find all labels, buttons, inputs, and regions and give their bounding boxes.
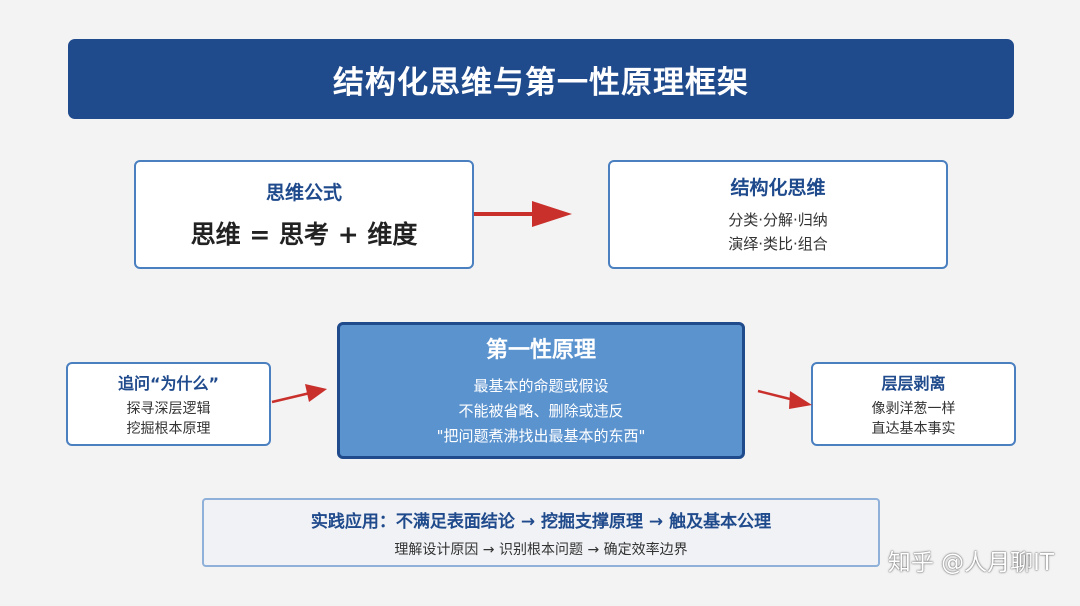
structured-thinking-line-1: 分类·分解·归纳: [728, 211, 828, 229]
peel-layers-line-1: 像剥洋葱一样: [871, 400, 956, 417]
watermark: 知乎 @人月聊IT: [887, 550, 1054, 576]
thinking-formula-box: 思维公式 思维 = 思考 + 维度: [134, 160, 474, 269]
peel-layers-line-2: 直达基本事实: [871, 420, 956, 437]
first-principle-title: 第一性原理: [485, 338, 596, 363]
ask-why-line-1: 探寻深层逻辑: [126, 400, 211, 417]
practice-subtitle: 理解设计原因 → 识别根本问题 → 确定效率边界: [394, 541, 688, 558]
arrow-first-principle-to-peel: [757, 389, 812, 409]
structured-thinking-box: 结构化思维 分类·分解·归纳 演绎·类比·组合: [608, 160, 948, 269]
practice-box: 实践应用：不满足表面结论 → 挖掘支撑原理 → 触及基本公理 理解设计原因 → …: [202, 498, 880, 567]
first-principle-line-2: 不能被省略、删除或违反: [458, 402, 624, 420]
practice-title: 实践应用：不满足表面结论 → 挖掘支撑原理 → 触及基本公理: [310, 511, 772, 532]
structured-thinking-line-2: 演绎·类比·组合: [728, 235, 828, 253]
formula-expression: 思维 = 思考 + 维度: [190, 220, 418, 249]
peel-layers-box: 层层剥离 像剥洋葱一样 直达基本事实: [811, 362, 1016, 446]
formula-title: 思维公式: [265, 182, 342, 204]
arrow-why-to-first-principle: [271, 384, 327, 404]
ask-why-box: 追问“为什么” 探寻深层逻辑 挖掘根本原理: [66, 362, 271, 446]
arrow-formula-to-structured: [474, 201, 572, 227]
ask-why-line-2: 挖掘根本原理: [126, 420, 211, 437]
page-title: 结构化思维与第一性原理框架: [333, 64, 749, 101]
peel-layers-title: 层层剥离: [881, 373, 946, 393]
title-banner: 结构化思维与第一性原理框架: [68, 39, 1014, 119]
first-principle-line-1: 最基本的命题或假设: [473, 377, 609, 395]
ask-why-title: 追问“为什么”: [117, 373, 220, 393]
first-principle-box: 第一性原理 最基本的命题或假设 不能被省略、删除或违反 "把问题煮沸找出最基本的…: [337, 322, 745, 459]
structured-thinking-title: 结构化思维: [730, 177, 826, 199]
first-principle-line-3: "把问题煮沸找出最基本的东西": [436, 427, 646, 445]
